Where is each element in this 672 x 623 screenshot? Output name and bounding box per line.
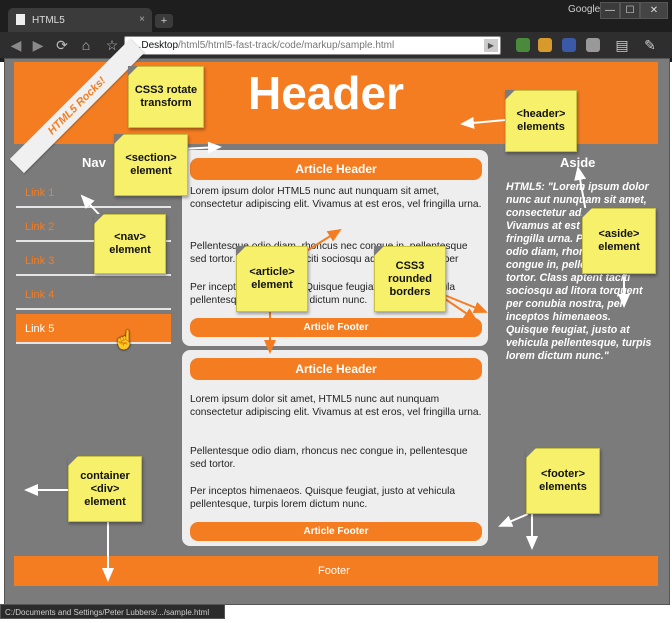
note-section-element: <section> element: [114, 134, 188, 196]
nav-link-4[interactable]: Link 4: [16, 280, 171, 310]
article-2-footer: Article Footer: [190, 522, 482, 541]
article-2-paragraph-1: Lorem ipsum dolor sit amet, HTML5 nunc a…: [190, 394, 482, 418]
footer-text: Footer: [318, 565, 350, 577]
address-bar[interactable]: ...Desktop/html5/html5-fast-track/code/m…: [124, 36, 501, 55]
nav-link-3[interactable]: Link 3: [16, 246, 171, 276]
note-css3-rounded-borders: CSS3 rounded borders: [374, 246, 446, 312]
note-footer-elements: <footer> elements: [526, 448, 600, 514]
status-bar: C:/Documents and Settings/Peter Lubbers/…: [0, 604, 225, 619]
home-icon[interactable]: ⌂: [81, 37, 91, 53]
new-tab-button[interactable]: +: [155, 14, 173, 28]
wrench-icon[interactable]: ✎: [644, 37, 656, 53]
back-icon[interactable]: ◀: [10, 37, 22, 53]
extension-icon[interactable]: [538, 38, 552, 52]
forward-icon[interactable]: ▶: [32, 37, 44, 53]
article-1-paragraph-1: Lorem ipsum dolor HTML5 nunc aut nunquam…: [190, 186, 482, 210]
nav-link-5[interactable]: Link 5: [16, 314, 171, 344]
page-icon: [16, 14, 25, 25]
article-2-paragraph-2: Pellentesque odio diam, rhoncus nec cong…: [190, 446, 468, 470]
tab-title: HTML5: [32, 15, 65, 26]
extension-icon[interactable]: [586, 38, 600, 52]
note-header-elements: <header> elements: [505, 90, 577, 152]
minimize-button[interactable]: —: [600, 2, 620, 19]
star-icon[interactable]: ☆: [105, 37, 119, 53]
note-nav-element: <nav> element: [94, 214, 166, 274]
note-css3-rotate: CSS3 rotate transform: [128, 66, 204, 128]
maximize-button[interactable]: ☐: [620, 2, 640, 19]
hand-cursor-icon: ☝: [113, 330, 136, 350]
tab-close-icon[interactable]: ×: [139, 14, 145, 25]
page-menu-icon[interactable]: ▤: [615, 37, 629, 53]
article-2-paragraph-3: Per inceptos himenaeos. Quisque feugiat,…: [190, 486, 456, 510]
aside-title: Aside: [560, 155, 596, 170]
reload-icon[interactable]: ⟳: [56, 37, 68, 53]
article-1-footer: Article Footer: [190, 318, 482, 337]
go-icon[interactable]: ▶: [484, 39, 498, 52]
close-window-button[interactable]: ✕: [640, 2, 668, 19]
extension-icon[interactable]: [516, 38, 530, 52]
header-title: Header: [248, 67, 404, 119]
note-article-element: <article> element: [236, 246, 308, 312]
user-label: Google: [568, 4, 601, 15]
url-host: Desktop: [141, 40, 179, 51]
note-aside-element: <aside> element: [582, 208, 656, 274]
page-footer: [14, 556, 658, 586]
article-2: [182, 350, 488, 546]
article-2-header: Article Header: [190, 358, 482, 380]
article-1-header: Article Header: [190, 158, 482, 180]
url-path: /html5/html5-fast-track/code/markup/samp…: [178, 40, 395, 51]
extension-icon[interactable]: [562, 38, 576, 52]
nav-title: Nav: [82, 155, 106, 170]
nav-link-2[interactable]: Link 2: [16, 212, 171, 242]
browser-tab[interactable]: HTML5 ×: [8, 8, 152, 32]
note-container-div-element: container <div> element: [68, 456, 142, 522]
article-1-paragraph-2: Pellentesque odio diam, rhoncus nec cong…: [190, 241, 468, 265]
